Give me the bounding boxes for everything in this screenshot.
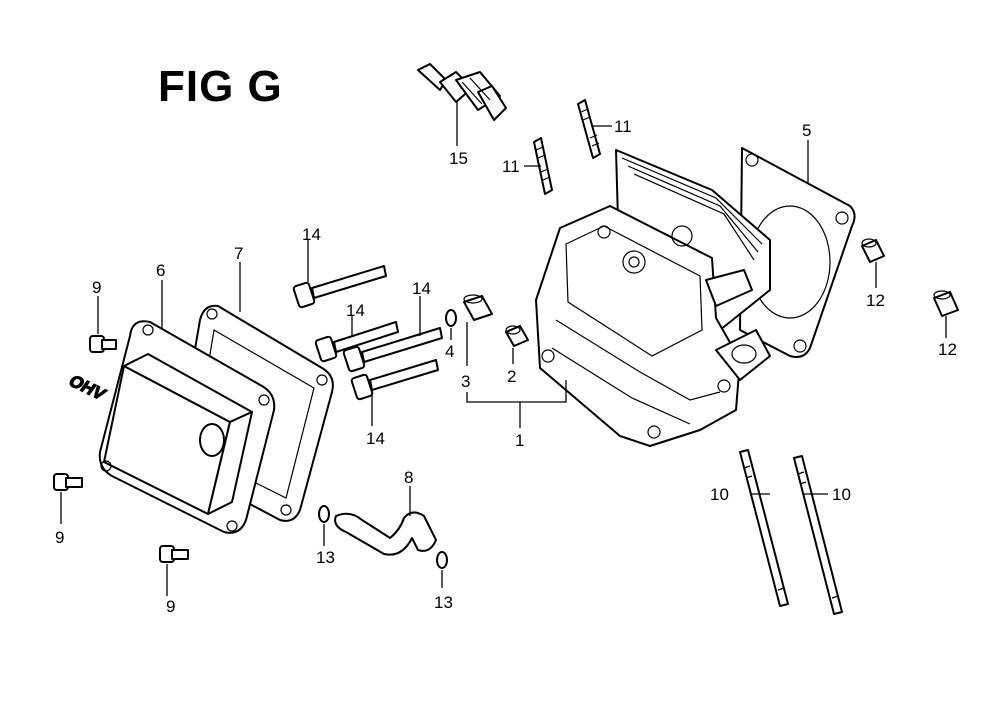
head-bolt-upper [292,240,387,309]
callout-12-upper: 12 [866,291,885,310]
callout-9-left: 9 [55,528,64,547]
callout-14-upper: 14 [302,225,321,244]
callout-9-top: 9 [92,278,101,297]
callout-10-left: 10 [710,485,729,504]
callout-8: 8 [404,468,413,487]
callout-14-right: 14 [412,279,431,298]
callout-3: 3 [461,372,470,391]
callout-5: 5 [802,121,811,140]
cover-bolt-top [89,296,117,353]
callout-9-bottom: 9 [166,597,175,616]
callout-7: 7 [234,244,243,263]
figure-title: FIG G [158,62,283,111]
dowel-pin-12a [861,238,885,288]
ohv-lettering: OHV [65,371,110,404]
cover-bolt-bottom [159,545,189,596]
dowel-pin-3 [463,294,493,321]
push-rod-right [793,455,843,615]
cover-bolt-left [53,473,83,524]
leader-lines-head [450,322,567,428]
callout-6: 6 [156,261,165,280]
callout-13-left: 13 [316,548,335,567]
push-rod-left [739,449,789,607]
hose-clip-left [318,505,330,546]
hose-clip-right [436,551,448,588]
callout-4: 4 [445,342,454,361]
callout-12-lower: 12 [938,340,957,359]
callout-11-left: 11 [502,157,520,176]
head-bolt-lower-a [342,296,443,373]
spark-plug [417,63,507,146]
rocker-cover [98,280,276,534]
callout-11-right: 11 [614,117,632,136]
callout-10-right: 10 [832,485,851,504]
head-bolt-lower-b [350,359,439,426]
dowel-pin-2 [505,325,529,347]
callout-13-right: 13 [434,593,453,612]
callout-1: 1 [515,431,524,450]
callout-14-lower: 14 [366,429,385,448]
head-bolt-middle [314,316,399,363]
cylinder-head-assembly [535,149,771,447]
stud-bolt-left [524,137,553,195]
callout-15: 15 [449,149,468,168]
breather-tube [334,486,437,556]
o-ring-4 [445,309,457,327]
callout-14-middle: 14 [346,301,365,320]
dowel-pin-12b [933,290,959,338]
callout-2: 2 [507,367,516,386]
stud-bolt-right [577,99,612,159]
